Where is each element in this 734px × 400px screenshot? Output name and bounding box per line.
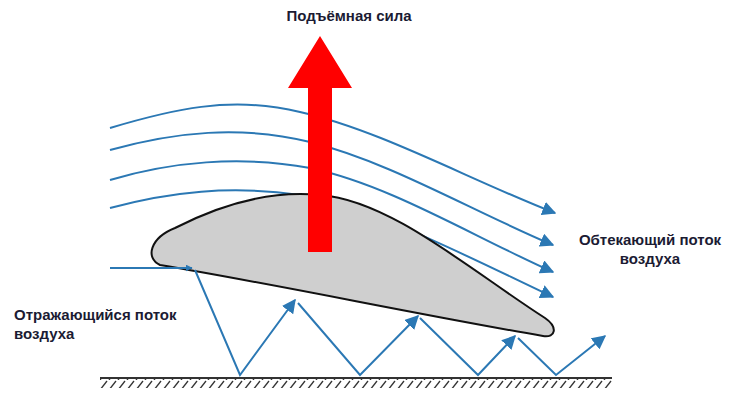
lift-arrow — [288, 36, 352, 252]
reflected-flow — [110, 268, 605, 375]
ground-line — [100, 377, 612, 379]
force-label: Подъёмная сила — [264, 6, 434, 25]
ground-hatching — [100, 378, 612, 388]
airfoil — [152, 194, 554, 336]
flow-label: Отражающийся поток воздуха — [14, 305, 194, 343]
flow-label: Обтекающий поток воздуха — [570, 230, 730, 268]
